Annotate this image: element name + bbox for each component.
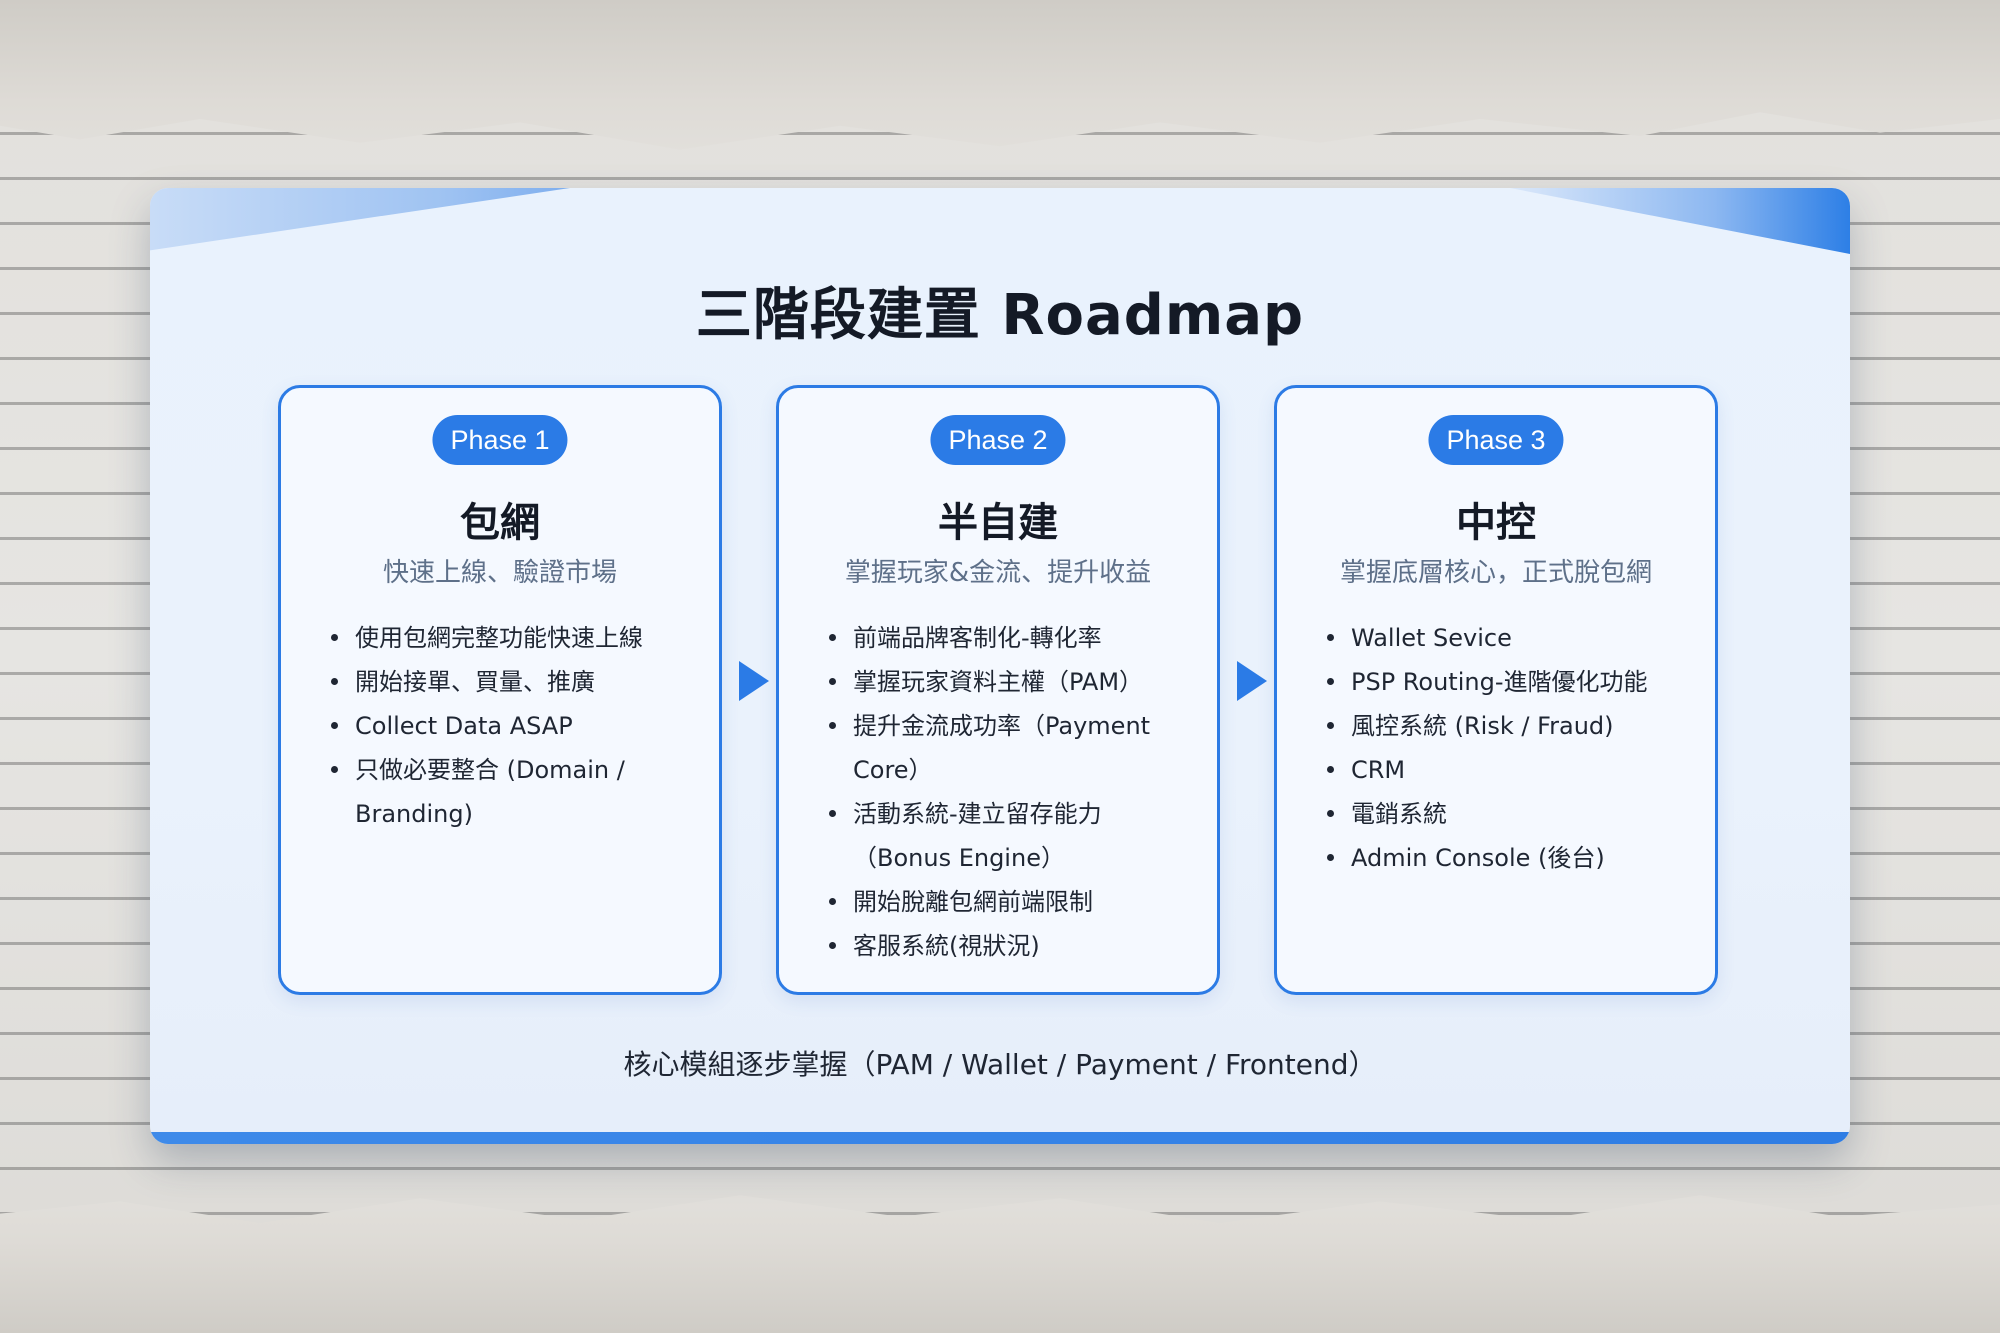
bullet-icon [829, 678, 836, 685]
list-item-text: 電銷系統 [1351, 800, 1447, 828]
phase-item-list: 使用包網完整功能快速上線 開始接單、買量、推廣 Collect Data ASA… [331, 616, 701, 836]
list-item: PSP Routing-進階優化功能 [1327, 660, 1697, 704]
list-item-text: Wallet Sevice [1351, 624, 1512, 652]
bullet-icon [1327, 854, 1334, 861]
list-item-text: 使用包網完整功能快速上線 [355, 624, 643, 652]
list-item: 掌握玩家資料主權（PAM） [829, 660, 1199, 704]
footer-caption: 核心模組逐步掌握（PAM / Wallet / Payment / Fronte… [623, 1048, 1377, 1081]
list-item: 開始脫離包網前端限制 [829, 880, 1199, 924]
list-item: 開始接單、買量、推廣 [331, 660, 701, 704]
flow-arrow-icon [739, 661, 769, 701]
phase-heading: 半自建 [938, 500, 1058, 546]
bullet-icon [1327, 766, 1334, 773]
phase-badge: Phase 1 [432, 415, 568, 465]
decorative-ribbon-right [1510, 188, 1850, 254]
list-item-text: 活動系統-建立留存能力（Bonus Engine） [853, 800, 1102, 872]
list-item: 使用包網完整功能快速上線 [331, 616, 701, 660]
phase-subtitle: 快速上線、驗證市場 [382, 558, 617, 588]
decorative-ribbon-left [150, 188, 570, 251]
slide-bottom-bar [150, 1132, 1850, 1144]
list-item: Wallet Sevice [1327, 616, 1697, 660]
list-item-text: CRM [1351, 756, 1406, 784]
flow-arrow-icon [1237, 661, 1267, 701]
bullet-icon [1327, 634, 1334, 641]
torn-paper-top [0, 0, 2000, 150]
list-item: 電銷系統 [1327, 792, 1697, 836]
list-item: Admin Console (後台) [1327, 836, 1697, 880]
list-item-text: Admin Console (後台) [1351, 844, 1605, 872]
list-item-text: 開始接單、買量、推廣 [355, 668, 595, 696]
bullet-icon [829, 634, 836, 641]
phase-subtitle: 掌握底層核心，正式脫包網 [1339, 558, 1652, 588]
roadmap-slide: 三階段建置 Roadmap Phase 1 包網 快速上線、驗證市場 使用包網完… [150, 188, 1850, 1144]
bullet-icon [829, 898, 836, 905]
list-item-text: 提升金流成功率（Payment Core） [853, 712, 1151, 784]
list-item-text: 前端品牌客制化-轉化率 [853, 624, 1102, 652]
bullet-icon [331, 634, 338, 641]
list-item: 提升金流成功率（Payment Core） [829, 704, 1199, 792]
torn-paper-bottom [0, 1195, 2000, 1333]
list-item: Collect Data ASAP [331, 704, 701, 748]
bullet-icon [1327, 722, 1334, 729]
list-item-text: 風控系統 (Risk / Fraud) [1351, 712, 1614, 740]
phase-heading: 包網 [460, 500, 540, 546]
phase-item-list: 前端品牌客制化-轉化率 掌握玩家資料主權（PAM） 提升金流成功率（Paymen… [829, 616, 1199, 968]
bullet-icon [829, 722, 836, 729]
list-item: 前端品牌客制化-轉化率 [829, 616, 1199, 660]
list-item-text: 掌握玩家資料主權（PAM） [853, 668, 1144, 696]
phase-subtitle: 掌握玩家&金流、提升收益 [844, 558, 1152, 588]
list-item-text: 開始脫離包網前端限制 [853, 888, 1093, 916]
list-item-text: 只做必要整合 (Domain / Branding) [355, 756, 625, 828]
phase-card-1: Phase 1 包網 快速上線、驗證市場 使用包網完整功能快速上線 開始接單、買… [278, 385, 722, 995]
bullet-icon [829, 942, 836, 949]
slide-title: 三階段建置 Roadmap [695, 283, 1305, 348]
list-item: 只做必要整合 (Domain / Branding) [331, 748, 701, 836]
list-item-text: 客服系統(視狀況) [853, 932, 1040, 960]
phase-badge: Phase 2 [930, 415, 1066, 465]
phase-heading: 中控 [1456, 500, 1536, 546]
phase-item-list: Wallet Sevice PSP Routing-進階優化功能 風控系統 (R… [1327, 616, 1697, 880]
bullet-icon [331, 766, 338, 773]
bullet-icon [1327, 810, 1334, 817]
bullet-icon [331, 678, 338, 685]
list-item: 活動系統-建立留存能力（Bonus Engine） [829, 792, 1199, 880]
bullet-icon [331, 722, 338, 729]
list-item-text: PSP Routing-進階優化功能 [1351, 668, 1648, 696]
phase-card-2: Phase 2 半自建 掌握玩家&金流、提升收益 前端品牌客制化-轉化率 掌握玩… [776, 385, 1220, 995]
list-item: CRM [1327, 748, 1697, 792]
list-item: 風控系統 (Risk / Fraud) [1327, 704, 1697, 748]
list-item-text: Collect Data ASAP [355, 712, 573, 740]
phase-badge: Phase 3 [1428, 415, 1564, 465]
phase-card-3: Phase 3 中控 掌握底層核心，正式脫包網 Wallet Sevice PS… [1274, 385, 1718, 995]
list-item: 客服系統(視狀況) [829, 924, 1199, 968]
bullet-icon [829, 810, 836, 817]
bullet-icon [1327, 678, 1334, 685]
